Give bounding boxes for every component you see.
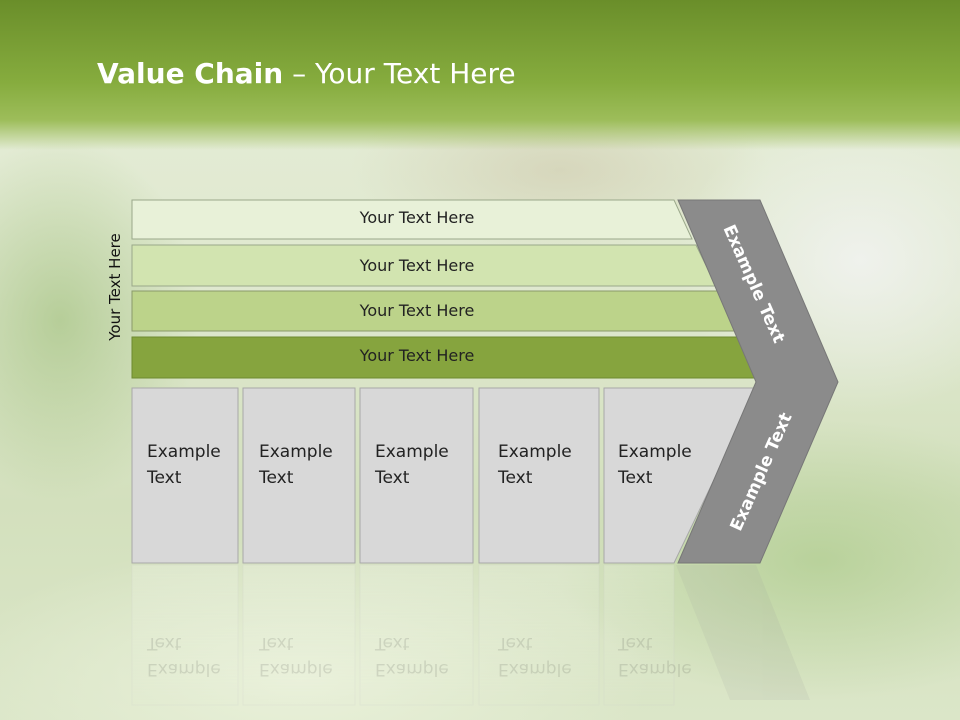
reflection-group xyxy=(131,564,810,706)
box-reflection xyxy=(242,564,356,706)
chevron-reflection xyxy=(676,565,810,700)
bar-3-label: Your Text Here xyxy=(359,301,475,320)
bar-4-label: Your Text Here xyxy=(359,346,475,365)
title-bar xyxy=(0,0,960,150)
box-4 xyxy=(478,387,600,564)
bar-2-label: Your Text Here xyxy=(359,256,475,275)
box-2 xyxy=(242,387,356,564)
slide-title: Value Chain – Your Text Here xyxy=(97,52,516,96)
bar-1 xyxy=(131,199,693,240)
box-reflection xyxy=(131,564,239,706)
boxes-group xyxy=(131,387,759,564)
box-reflection xyxy=(603,564,675,706)
chevron-arrow xyxy=(677,199,839,564)
bars-group xyxy=(131,199,763,379)
box-reflection xyxy=(359,564,474,706)
box-3 xyxy=(359,387,474,564)
box-1 xyxy=(131,387,239,564)
box-reflection xyxy=(478,564,600,706)
bar-1-label: Your Text Here xyxy=(359,208,475,227)
box-5 xyxy=(603,387,759,564)
slide-title-rest: – Your Text Here xyxy=(283,57,516,90)
slide-title-bold: Value Chain xyxy=(97,57,284,90)
